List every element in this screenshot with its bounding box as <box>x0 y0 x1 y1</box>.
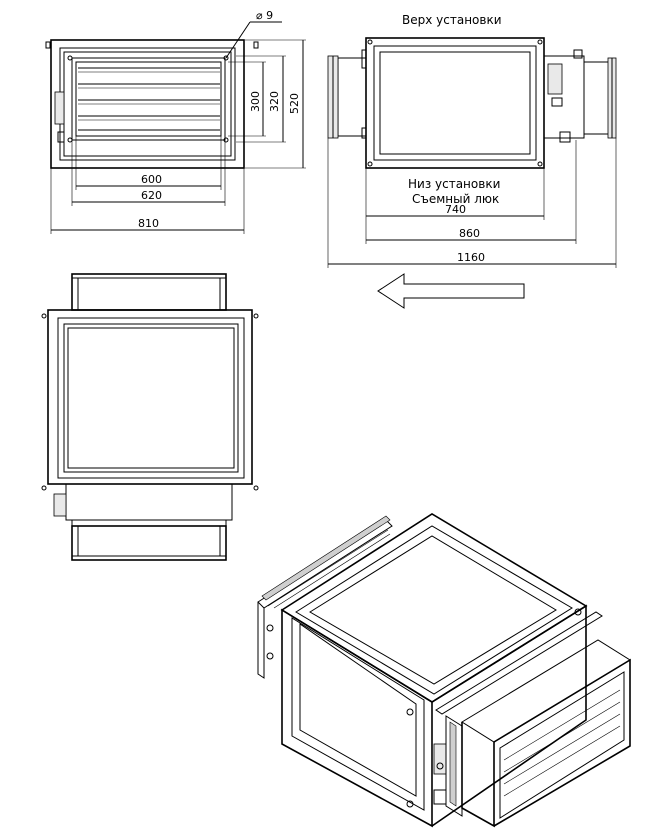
bottom-mounting-label: Низ установки <box>408 177 500 191</box>
dim-front-flange-width: 620 <box>141 189 162 202</box>
front-view: ⌀ 9 300 320 520 600 620 810 <box>45 9 306 234</box>
top-view <box>41 273 259 561</box>
dim-front-flange-height: 320 <box>268 91 281 112</box>
isometric-view <box>257 513 631 828</box>
dim-front-inner-height: 300 <box>249 91 262 112</box>
dim-front-overall-width: 810 <box>138 217 159 230</box>
side-view: Верх установки Низ установки Съемный люк… <box>327 13 617 268</box>
airflow-arrow-icon <box>377 273 525 309</box>
dim-side-flange-length: 860 <box>459 227 480 240</box>
dim-front-inner-width: 600 <box>141 173 162 186</box>
removable-hatch-label: Съемный люк <box>412 192 499 206</box>
hole-diameter-label: ⌀ 9 <box>256 9 273 22</box>
dim-side-overall-length: 1160 <box>457 251 485 264</box>
top-mounting-label: Верх установки <box>402 13 502 27</box>
dim-front-overall-height: 520 <box>288 93 301 114</box>
front-louvers <box>78 67 220 131</box>
dim-side-body-length: 740 <box>445 203 466 216</box>
